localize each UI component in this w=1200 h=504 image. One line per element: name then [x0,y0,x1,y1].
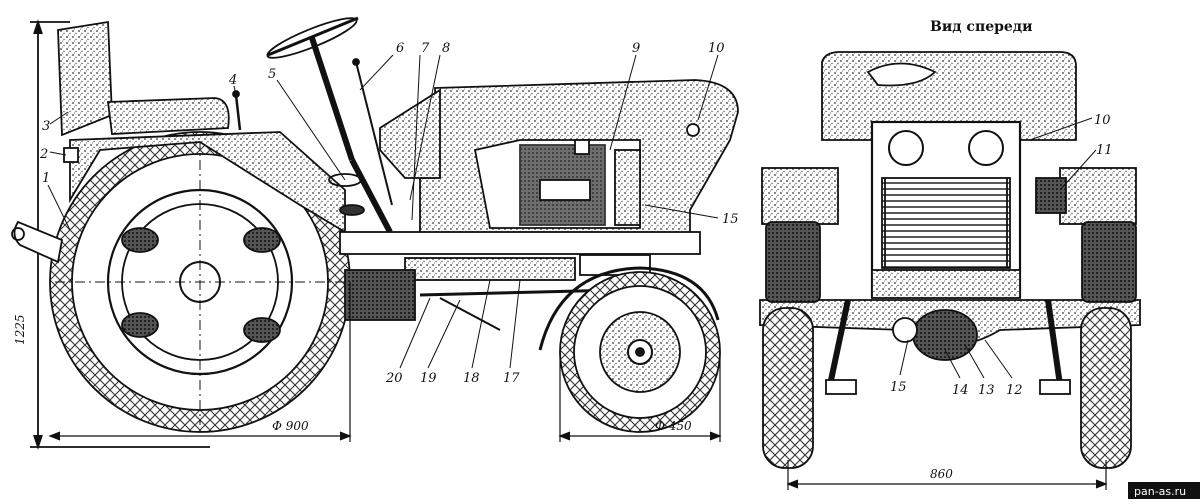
label-6: 6 [396,41,404,56]
rear-wheel [49,131,351,433]
front-view-title: Вид спереди [930,19,1033,35]
track-width: 860 [930,467,953,481]
label-10: 10 [708,41,725,56]
callout-leaders [47,54,719,369]
label-20: 20 [385,371,403,386]
differential [912,309,978,361]
label-15: 15 [722,212,739,227]
seat [57,20,230,137]
label-5: 5 [268,67,276,82]
front-callout-leaders [899,117,1097,379]
label-front-12: 12 [1006,383,1023,398]
label-1: 1 [42,171,50,186]
chassis-frame [339,231,701,331]
front-wheel-diameter: Ф 450 [655,419,692,433]
right-fender-front [1059,167,1137,225]
label-2: 2 [39,147,48,162]
front-lamp [1035,177,1067,214]
engine-block [473,139,641,229]
rear-wheel-dimension-line [48,282,352,442]
fender [69,131,346,234]
left-front-tire [762,307,814,469]
watermark: pan-as.ru [1134,485,1186,498]
side-view-labels: 1 2 3 4 5 6 7 8 9 10 15 17 18 19 20 [39,41,739,386]
front-wheel-dimension-line [558,352,722,442]
label-front-10: 10 [1094,113,1111,128]
label-front-13: 13 [978,383,995,398]
label-front-15: 15 [890,380,907,395]
left-fender-front [761,167,839,225]
label-19: 19 [420,371,437,386]
left-rear-tire-front [765,221,821,303]
hitch [11,220,64,264]
rear-wheel-diameter: Ф 900 [272,419,309,433]
label-7: 7 [421,41,430,56]
track-dimension-line [786,460,1108,490]
label-3: 3 [42,119,50,134]
label-17: 17 [503,371,520,386]
label-front-14: 14 [952,383,969,398]
right-front-tire [1080,307,1132,469]
lever [234,94,242,131]
label-18: 18 [463,371,480,386]
label-9: 9 [632,41,640,56]
front-wheel [559,271,721,433]
height-dimension: 1225 [13,314,27,345]
side-view [11,16,739,450]
front-view [759,51,1141,490]
watermark-box [1128,482,1200,499]
steering-assembly [266,16,393,234]
label-8: 8 [442,41,450,56]
front-fender [538,266,720,351]
right-rear-tire-front [1081,221,1137,303]
fender-bracket [63,147,79,163]
front-view-labels: 10 11 15 14 13 12 [890,113,1113,398]
radiator-front [870,120,1022,299]
label-4: 4 [228,73,237,88]
label-front-11: 11 [1096,143,1113,158]
